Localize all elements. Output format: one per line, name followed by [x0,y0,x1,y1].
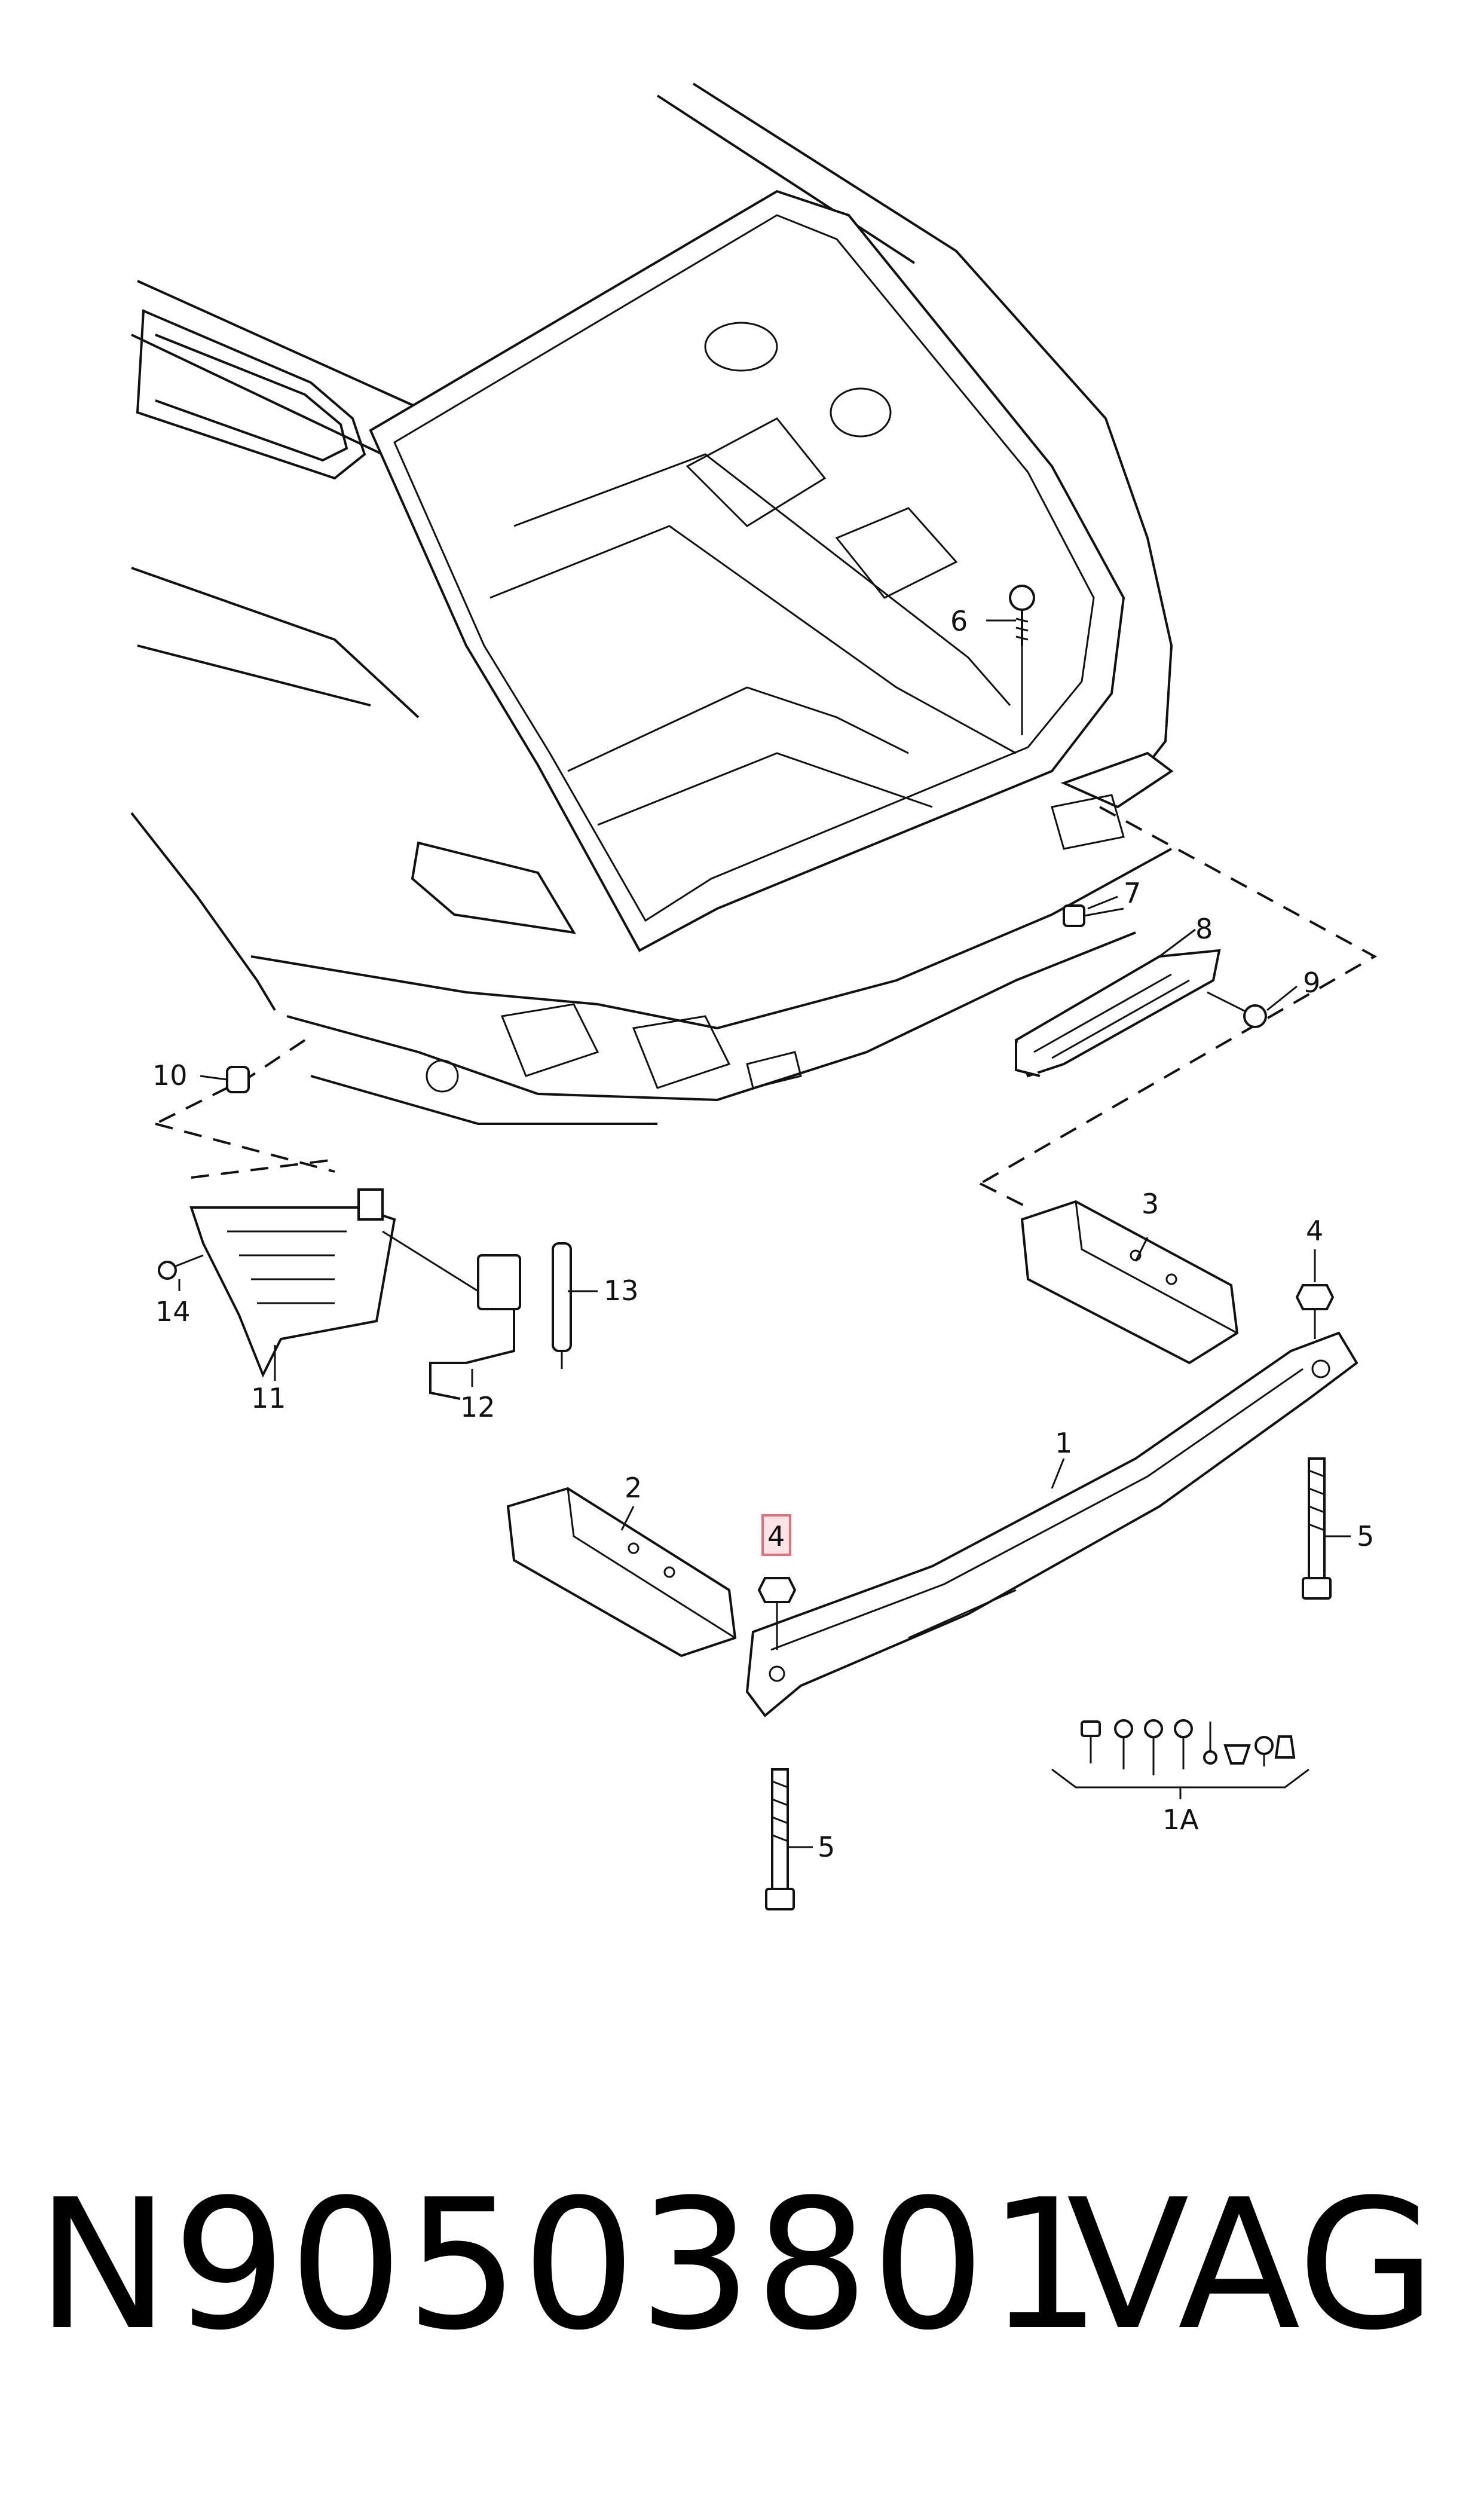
callout-1: 1 [1055,1427,1072,1459]
bolt-part-5-left [765,1768,795,1910]
callout-4-right: 4 [1306,1215,1323,1247]
callout-7: 7 [1124,877,1141,909]
callout-14: 14 [155,1295,191,1328]
kit-clip-6 [1223,1744,1251,1765]
callout-11: 11 [251,1382,286,1414]
kit-pin-5 [1203,1722,1217,1765]
callout-1a: 1A [1162,1803,1199,1836]
callout-13: 13 [604,1274,639,1307]
callout-5-right: 5 [1357,1520,1374,1552]
screw-part-9 [1207,991,1267,1028]
callout-4-left: 4 [767,1520,785,1552]
bracket-part-11 [189,1188,396,1378]
leader-lines [178,619,1351,1848]
clip-part-10 [226,1066,250,1093]
callout-10: 10 [152,1059,188,1092]
part-number: N90503801 [36,2161,1104,2370]
bolt-part-5-right [1302,1457,1332,1600]
clip-part-7 [1063,904,1124,927]
absorber-part-2 [506,1487,737,1658]
parts-diagram: 1 1A 2 3 4 4 5 5 6 7 8 9 10 11 12 13 14 [130,82,1378,1910]
sensor-part-12 [382,1230,521,1400]
brand-name: VAG [1066,2161,1436,2370]
pin-part-13 [552,1242,572,1369]
car-body-drawing [130,82,1174,1125]
nut-part-4-left [757,1577,797,1650]
nut-part-4-right [1295,1284,1335,1339]
callout-12: 12 [460,1391,495,1423]
screw-part-14 [158,1254,204,1280]
absorber-part-3 [1020,1200,1239,1365]
bumper-beam-part-1 [745,1331,1358,1717]
footer: N90503801 VAG [0,2152,1484,2463]
callout-4-highlight [761,1514,791,1556]
callout-2: 2 [625,1472,642,1504]
kit-bolt-4 [1174,1719,1193,1769]
assembly-guide-lines [155,806,1378,1209]
kit-clip-7 [1254,1736,1274,1766]
callout-6: 6 [950,605,968,637]
screw-part-6 [1009,585,1035,735]
callout-3: 3 [1142,1188,1159,1220]
callout-8: 8 [1195,913,1213,945]
callout-labels: 1 1A 2 3 4 4 5 5 6 7 8 9 10 11 12 13 14 [152,605,1374,1863]
kit-bolt-1 [1081,1720,1101,1763]
fastener-kit-1a [1051,1719,1309,1799]
kit-bolt-3 [1144,1719,1163,1775]
callout-9: 9 [1303,967,1320,999]
kit-clip-8 [1274,1735,1296,1759]
kit-bolt-2 [1114,1719,1133,1769]
callout-5-left: 5 [818,1831,835,1863]
